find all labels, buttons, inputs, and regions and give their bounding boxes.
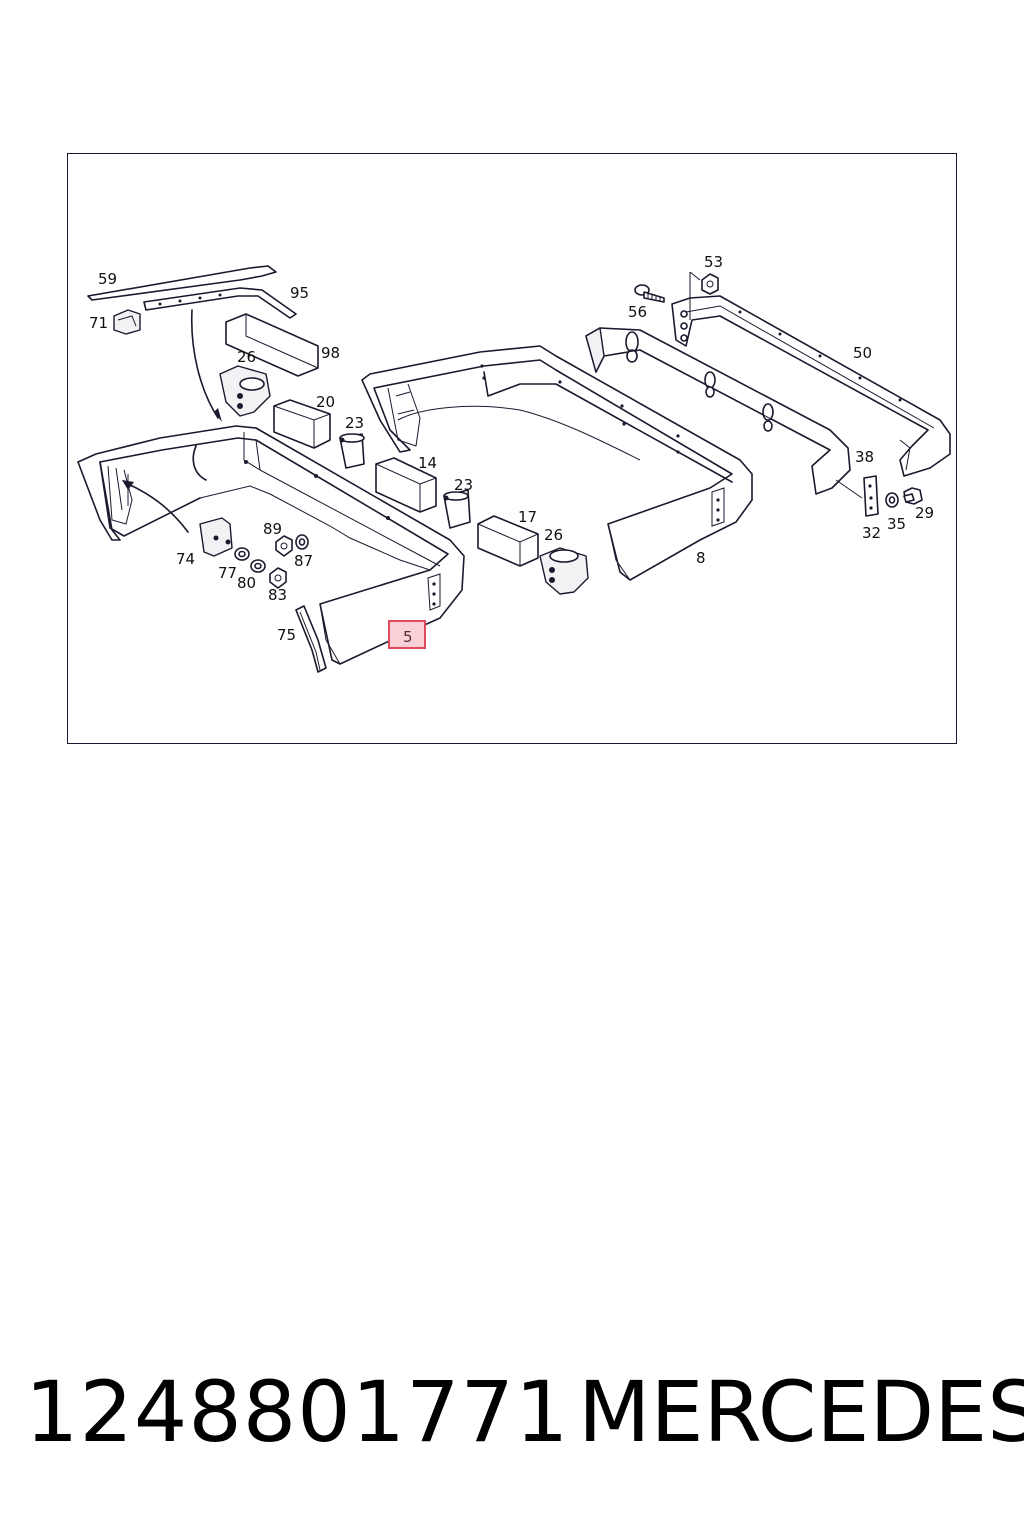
part-number: 1248801771 — [25, 1363, 570, 1461]
part-23-bracket-right — [443, 489, 471, 529]
part-26-mount-right — [539, 547, 589, 595]
callout-29[interactable]: 29 — [915, 504, 934, 522]
part-74-support — [199, 517, 233, 557]
callout-35[interactable]: 35 — [887, 515, 906, 533]
callout-38[interactable]: 38 — [855, 448, 874, 466]
brand-name: MERCEDES — [578, 1363, 1024, 1461]
callout-98[interactable]: 98 — [321, 344, 340, 362]
callout-89[interactable]: 89 — [263, 520, 282, 538]
part-53-nut — [701, 273, 719, 295]
part-35-washer — [885, 492, 899, 508]
part-56-screw — [634, 284, 665, 303]
callout-26-left[interactable]: 26 — [237, 348, 256, 366]
callout-50[interactable]: 50 — [853, 344, 872, 362]
callout-5[interactable]: 5 — [403, 628, 413, 646]
callout-labels: 59 95 71 98 26 20 23 14 23 17 26 89 87 7… — [89, 253, 934, 646]
highlight-box — [388, 620, 426, 649]
callout-20[interactable]: 20 — [316, 393, 335, 411]
callout-95[interactable]: 95 — [290, 284, 309, 302]
callout-26-right[interactable]: 26 — [544, 526, 563, 544]
part-38-absorber — [585, 327, 851, 495]
part-5-bumper-cover — [77, 425, 465, 665]
callout-80[interactable]: 80 — [237, 574, 256, 592]
callout-8[interactable]: 8 — [696, 549, 706, 567]
part-26-mount-left — [219, 365, 271, 417]
part-59-trim-strip — [87, 265, 277, 301]
part-17-foam-block — [477, 515, 539, 567]
callout-83[interactable]: 83 — [268, 586, 287, 604]
callout-23-right[interactable]: 23 — [454, 476, 473, 494]
callout-75[interactable]: 75 — [277, 626, 296, 644]
callout-59[interactable]: 59 — [98, 270, 117, 288]
callout-32[interactable]: 32 — [862, 524, 881, 542]
callout-74[interactable]: 74 — [176, 550, 195, 568]
callout-23-left[interactable]: 23 — [345, 414, 364, 432]
callout-53[interactable]: 53 — [704, 253, 723, 271]
part-20-foam-block — [273, 399, 331, 449]
callout-56[interactable]: 56 — [628, 303, 647, 321]
footer: 1248801771 MERCEDES — [0, 1370, 1024, 1470]
hardware-washers-nuts — [234, 534, 309, 589]
part-8-bumper-shell — [361, 345, 753, 581]
callout-71[interactable]: 71 — [89, 314, 108, 332]
callout-17[interactable]: 17 — [518, 508, 537, 526]
callout-14[interactable]: 14 — [418, 454, 437, 472]
part-14-foam-block — [375, 457, 437, 513]
part-95-rail — [143, 287, 297, 319]
callout-77[interactable]: 77 — [218, 564, 237, 582]
part-29-bolt — [903, 487, 923, 505]
part-75-seal — [295, 605, 327, 673]
callout-87[interactable]: 87 — [294, 552, 313, 570]
part-50-rear-panel — [671, 295, 951, 477]
diagram-frame — [67, 153, 957, 744]
part-71-clip — [113, 309, 141, 335]
part-98-cover — [225, 313, 319, 377]
part-32-plate — [863, 475, 879, 517]
part-23-bracket-left — [339, 433, 365, 469]
